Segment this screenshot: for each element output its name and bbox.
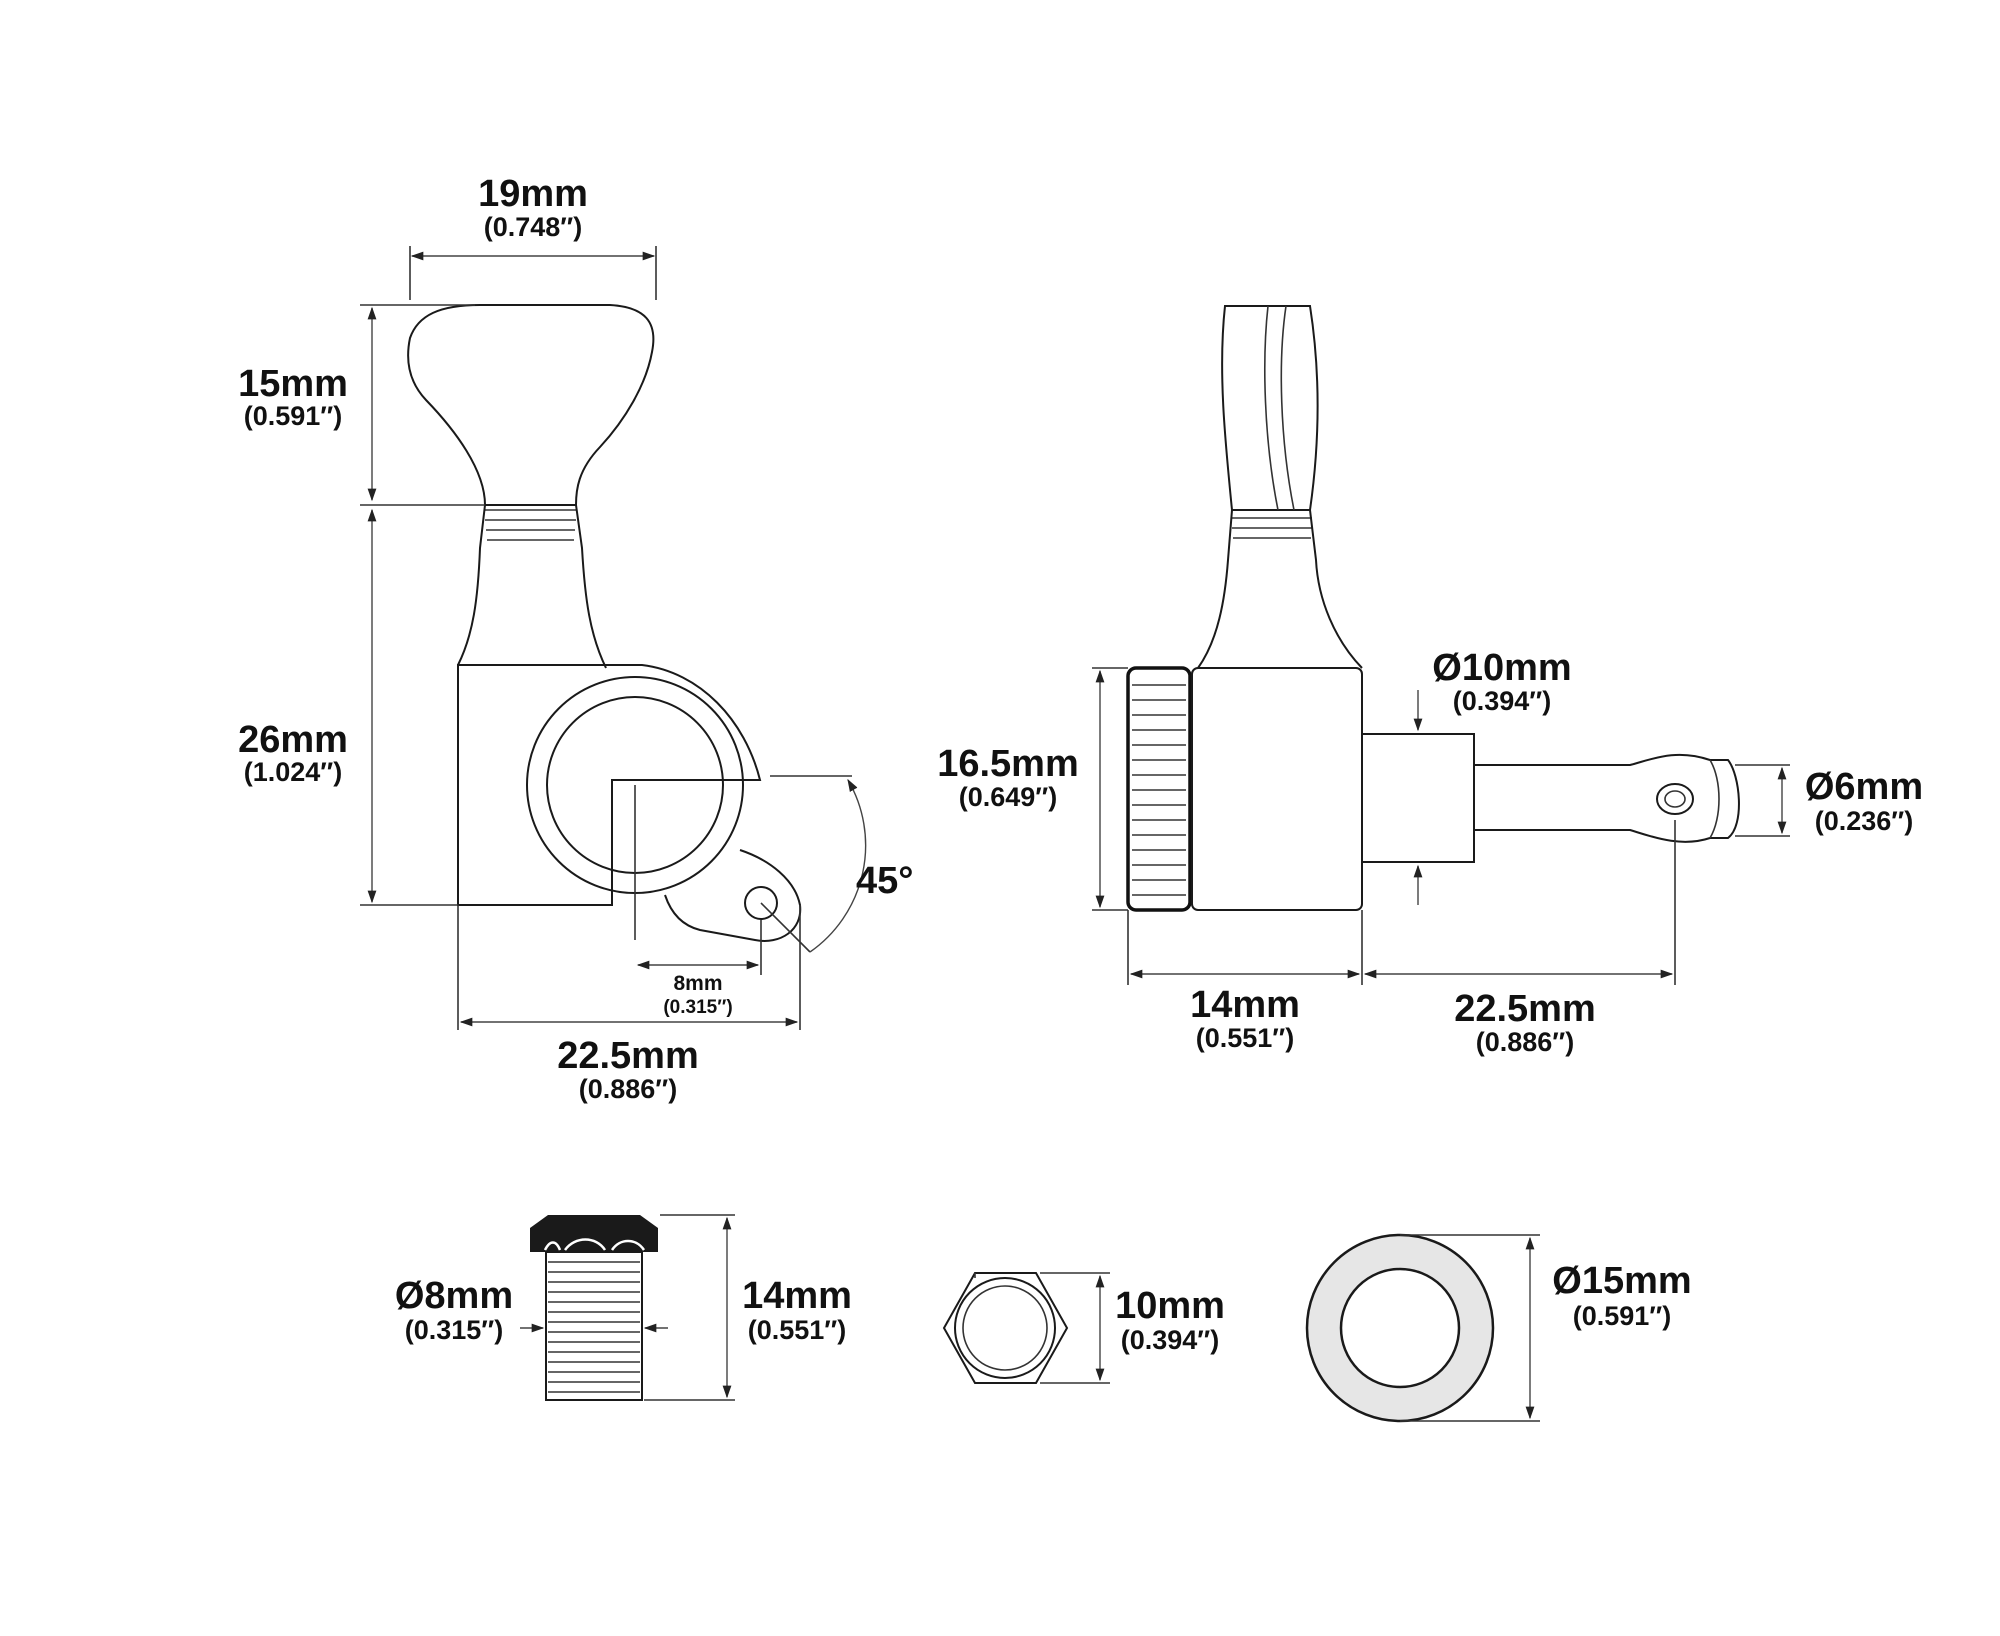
front-neck [457,504,607,669]
post-length-inch: (0.886″) [1476,1027,1574,1057]
button-height-inch: (0.591″) [244,401,342,431]
string-post [1361,733,1475,863]
side-housing [1191,667,1363,911]
washer-dia-inch: (0.591″) [1573,1301,1671,1331]
front-view: 45° 19mm (0.748″) 15mm (0.591″) 26mm (1.… [238,173,913,1104]
nut-size-mm: 10mm [1115,1285,1225,1327]
body-height-mm: 26mm [238,719,348,761]
mounting-tab [664,849,802,942]
screw-hole [744,886,778,920]
bushing-length-mm: 14mm [742,1275,852,1317]
total-width-mm: 22.5mm [557,1035,699,1077]
hex-nut-outline [942,1272,1069,1384]
shaft [1474,753,1740,843]
bushing-length-inch: (0.551″) [748,1315,846,1345]
bushing-flange [530,1215,658,1252]
shaft-dia-inch: (0.236″) [1815,806,1913,836]
button-height-mm: 15mm [238,363,348,405]
side-neck [1197,509,1363,669]
hex-nut-bore-inner [962,1285,1048,1371]
hex-nut: 10mm (0.394″) [942,1272,1225,1384]
string-hole [1656,783,1694,815]
angle-label: 45° [856,860,913,902]
washer-dia-mm: Ø15mm [1552,1260,1691,1302]
bushing: Ø8mm (0.315″) 14mm (0.551″) [395,1214,852,1401]
total-width-inch: (0.886″) [579,1074,677,1104]
front-housing [457,664,762,906]
washer: Ø15mm (0.591″) [1305,1233,1692,1423]
side-tuner-button [1221,305,1319,511]
knurled-ring [1126,666,1192,912]
housing-height-inch: (0.649″) [959,782,1057,812]
bushing-dia-inch: (0.315″) [405,1315,503,1345]
post-dia-mm: Ø10mm [1432,647,1571,689]
nut-size-inch: (0.394″) [1121,1325,1219,1355]
button-width-inch: (0.748″) [484,212,582,242]
bushing-body [545,1251,643,1401]
screw-offset-mm: 8mm [673,972,722,995]
front-tuner-button [407,304,655,506]
shaft-dia-mm: Ø6mm [1805,766,1923,808]
bushing-dia-mm: Ø8mm [395,1275,513,1317]
body-height-inch: (1.024″) [244,757,342,787]
bushing-threads [548,1261,640,1393]
button-width-mm: 19mm [478,173,588,215]
knurl-lines [1132,684,1186,896]
post-dia-inch: (0.394″) [1453,686,1551,716]
hex-nut-bore-outer [954,1277,1056,1379]
washer-hole [1339,1267,1461,1389]
housing-height-mm: 16.5mm [937,743,1079,785]
screw-offset-inch: (0.315″) [663,997,732,1018]
housing-width-mm: 14mm [1190,984,1300,1026]
post-length-mm: 22.5mm [1454,988,1596,1030]
housing-width-inch: (0.551″) [1196,1023,1294,1053]
side-view: 16.5mm (0.649″) Ø10mm (0.394″) Ø6mm (0.2… [937,305,1923,1057]
